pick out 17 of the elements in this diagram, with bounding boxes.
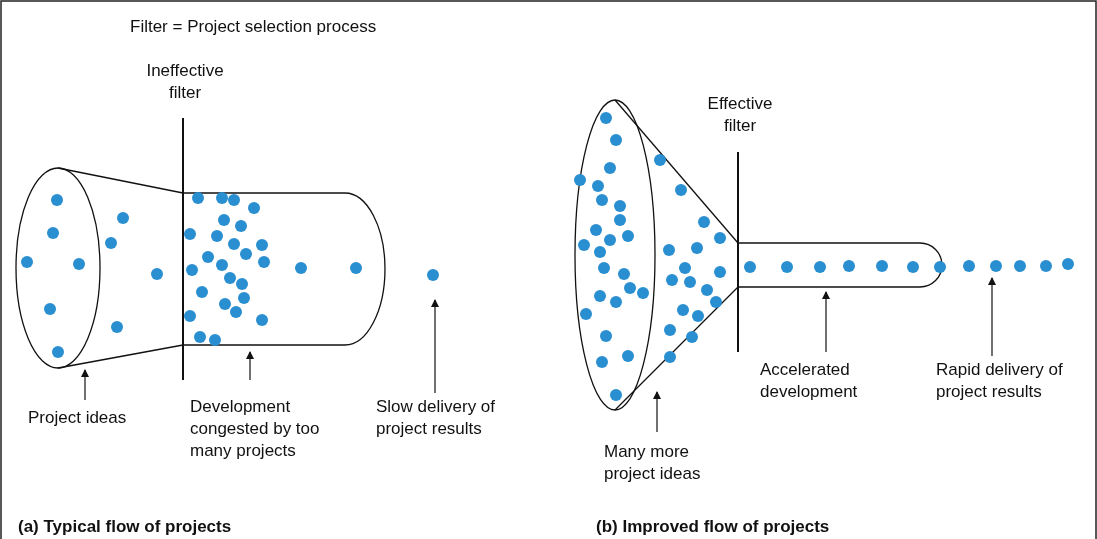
leader-arrow: [431, 299, 439, 394]
panel-caption: (b) Improved flow of projects: [596, 516, 831, 538]
callout-text: Many more project ideas: [604, 441, 734, 485]
callout-text: Slow delivery of project results: [376, 396, 516, 440]
leader-arrow: [988, 277, 996, 357]
callout-text: Development congested by too many projects: [190, 396, 340, 462]
filter-label: Effective filter: [706, 93, 774, 137]
filter-label: Ineffective filter: [145, 60, 225, 104]
callout-text: Project ideas: [28, 407, 148, 429]
leader-arrow: [822, 291, 830, 353]
panel-caption: (a) Typical flow of projects: [18, 516, 233, 538]
legend-note: Filter = Project selection process: [130, 16, 378, 38]
leader-arrow: [246, 351, 254, 381]
callout-text: Rapid delivery of project results: [936, 359, 1096, 403]
leader-arrow: [81, 369, 89, 401]
callout-text: Accelerated development: [760, 359, 890, 403]
leader-arrow: [653, 391, 661, 433]
